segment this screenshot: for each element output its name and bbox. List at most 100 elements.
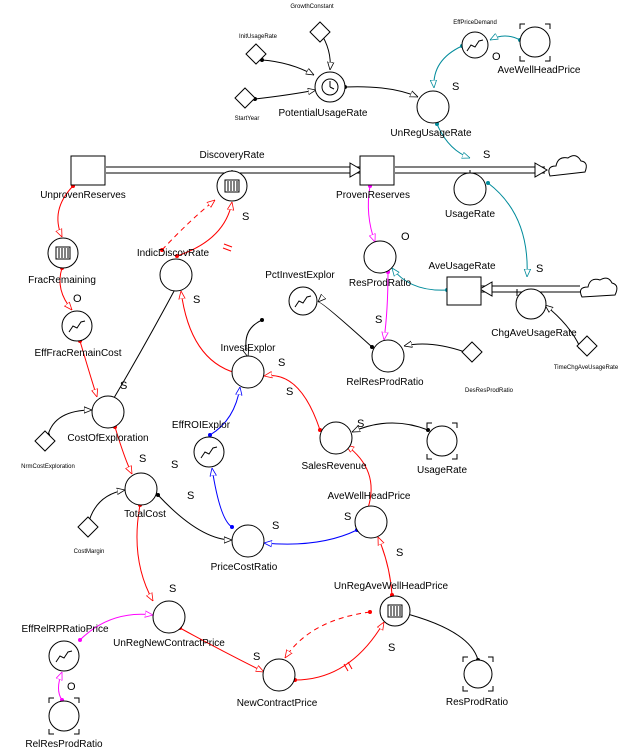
polarity-marker: S xyxy=(139,453,146,465)
converter-price-cost-ratio[interactable] xyxy=(231,524,265,558)
ghost-ave-well-head-price[interactable] xyxy=(519,26,551,58)
polarity-marker: S xyxy=(375,314,382,326)
label-un-reg-ave-well-head-price: UnRegAveWellHeadPrice xyxy=(334,581,449,592)
link xyxy=(384,271,388,340)
label-cost-margin: CostMargin xyxy=(74,549,105,555)
delay-mark xyxy=(222,243,353,672)
polarity-marker: O xyxy=(73,293,82,305)
link xyxy=(79,340,97,397)
constant-start-year[interactable] xyxy=(234,87,256,109)
constant-time-chg-ave-usage-rate[interactable] xyxy=(576,335,598,357)
label-new-contract-price: NewContractPrice xyxy=(237,698,318,709)
label-chg-ave-usage-rate: ChgAveUsageRate xyxy=(491,328,577,339)
converter-pct-invest-explor[interactable] xyxy=(288,286,318,316)
converter-res-prod-ratio[interactable] xyxy=(363,240,397,274)
link xyxy=(157,494,232,540)
polarity-marker: S xyxy=(344,511,351,523)
label-eff-roi-explor: EffROIExplor xyxy=(172,420,231,431)
polarity-marker: S xyxy=(272,520,279,532)
label-eff-price-demand: EffPriceDemand xyxy=(453,20,497,26)
converter-rel-res-prod-ratio[interactable] xyxy=(371,339,405,373)
converter-ave-well-head-price[interactable] xyxy=(354,505,388,539)
graph-function-icon xyxy=(55,650,73,663)
graph-function-icon xyxy=(294,295,312,308)
label-rel-res-prod-ratio-ghost: RelResProdRatio xyxy=(25,739,103,750)
converter-eff-rel-rp-ratio-price[interactable] xyxy=(48,640,80,672)
label-cost-of-exploration: CostOfExploration xyxy=(67,433,148,444)
polarity-marker: S xyxy=(171,459,178,471)
label-discovery-rate: DiscoveryRate xyxy=(199,150,264,161)
polarity-marker: S xyxy=(120,380,127,392)
label-invest-explor: InvestExplor xyxy=(220,343,276,354)
polarity-marker: S xyxy=(357,418,364,430)
label-rel-res-prod-ratio: RelResProdRatio xyxy=(346,377,424,388)
label-init-usage-rate: InitUsageRate xyxy=(239,34,278,40)
link xyxy=(87,490,125,526)
link xyxy=(490,36,521,40)
ghost-usage-rate[interactable] xyxy=(426,425,458,457)
constant-growth-constant[interactable] xyxy=(309,21,331,43)
converter-chg-ave-usage-rate[interactable] xyxy=(515,288,547,320)
constant-nrm-cost-exploration[interactable] xyxy=(34,430,56,452)
link xyxy=(176,202,232,257)
label-nrm-cost-exploration: NrmCostExploration xyxy=(21,464,75,470)
polarity-marker: O xyxy=(67,681,76,693)
label-potential-usage-rate: PotentialUsageRate xyxy=(279,108,368,119)
polarity-marker: O xyxy=(492,51,501,63)
converter-un-reg-usage-rate[interactable] xyxy=(416,90,450,124)
link xyxy=(59,267,72,310)
link-tail-dots xyxy=(46,30,582,702)
link xyxy=(261,59,314,75)
ghost-bracket xyxy=(462,656,494,692)
polarity-marker: S xyxy=(278,357,285,369)
link xyxy=(59,672,63,701)
lookup-table-icon xyxy=(55,246,71,260)
converter-un-reg-new-contract-price[interactable] xyxy=(152,600,186,634)
link xyxy=(161,200,215,251)
label-time-chg-ave-usage-rate: TimeChgAveUsageRate xyxy=(554,365,619,371)
converter-sales-revenue[interactable] xyxy=(319,421,353,455)
polarity-marker: S xyxy=(536,263,543,275)
link xyxy=(79,614,153,641)
label-ave-usage-rate: AveUsageRate xyxy=(428,261,496,272)
label-usage-rate: UsageRate xyxy=(445,209,495,220)
converter-new-contract-price[interactable] xyxy=(262,658,296,692)
polarity-marker: S xyxy=(388,642,395,654)
link xyxy=(434,45,463,88)
ghost-res-prod-ratio[interactable] xyxy=(463,659,493,689)
converter-eff-price-demand[interactable] xyxy=(461,31,489,59)
stock-proven-reserves[interactable] xyxy=(359,155,395,186)
stock-unproven-reserves[interactable] xyxy=(70,155,106,186)
polarity-marker: O xyxy=(401,231,410,243)
lookup-table-icon xyxy=(224,179,240,193)
polarity-marker: S xyxy=(452,81,459,93)
link xyxy=(294,622,384,681)
clock-icon xyxy=(321,78,339,96)
link xyxy=(136,504,153,601)
constant-des-res-prod-ratio[interactable] xyxy=(461,341,483,363)
converter-indic-discov-rate[interactable] xyxy=(159,258,193,292)
converter-cost-of-exploration[interactable] xyxy=(91,395,125,429)
converter-usage-rate[interactable] xyxy=(453,172,487,206)
link xyxy=(264,375,321,431)
converter-total-cost[interactable] xyxy=(124,472,158,506)
ghost-rel-res-prod-ratio[interactable] xyxy=(48,700,80,732)
polarity-marker: S xyxy=(242,211,249,223)
label-growth-constant: GrowthConstant xyxy=(290,4,334,10)
link xyxy=(545,305,581,348)
link xyxy=(212,468,233,528)
constant-init-usage-rate[interactable] xyxy=(245,43,267,65)
converter-invest-explor[interactable] xyxy=(231,355,265,389)
ghost-bracket xyxy=(519,23,551,62)
link xyxy=(114,426,132,474)
label-frac-remaining: FracRemaining xyxy=(28,275,96,286)
link xyxy=(181,291,237,374)
stock-ave-usage-rate[interactable] xyxy=(446,276,482,306)
label-ave-well-head-price-top: AveWellHeadPrice xyxy=(497,65,580,76)
link xyxy=(254,90,316,100)
converter-eff-roi-explor[interactable] xyxy=(193,436,225,468)
converter-eff-frac-remain-cost[interactable] xyxy=(61,310,93,342)
link xyxy=(400,612,479,661)
constant-cost-margin[interactable] xyxy=(77,516,99,538)
link xyxy=(58,185,74,237)
